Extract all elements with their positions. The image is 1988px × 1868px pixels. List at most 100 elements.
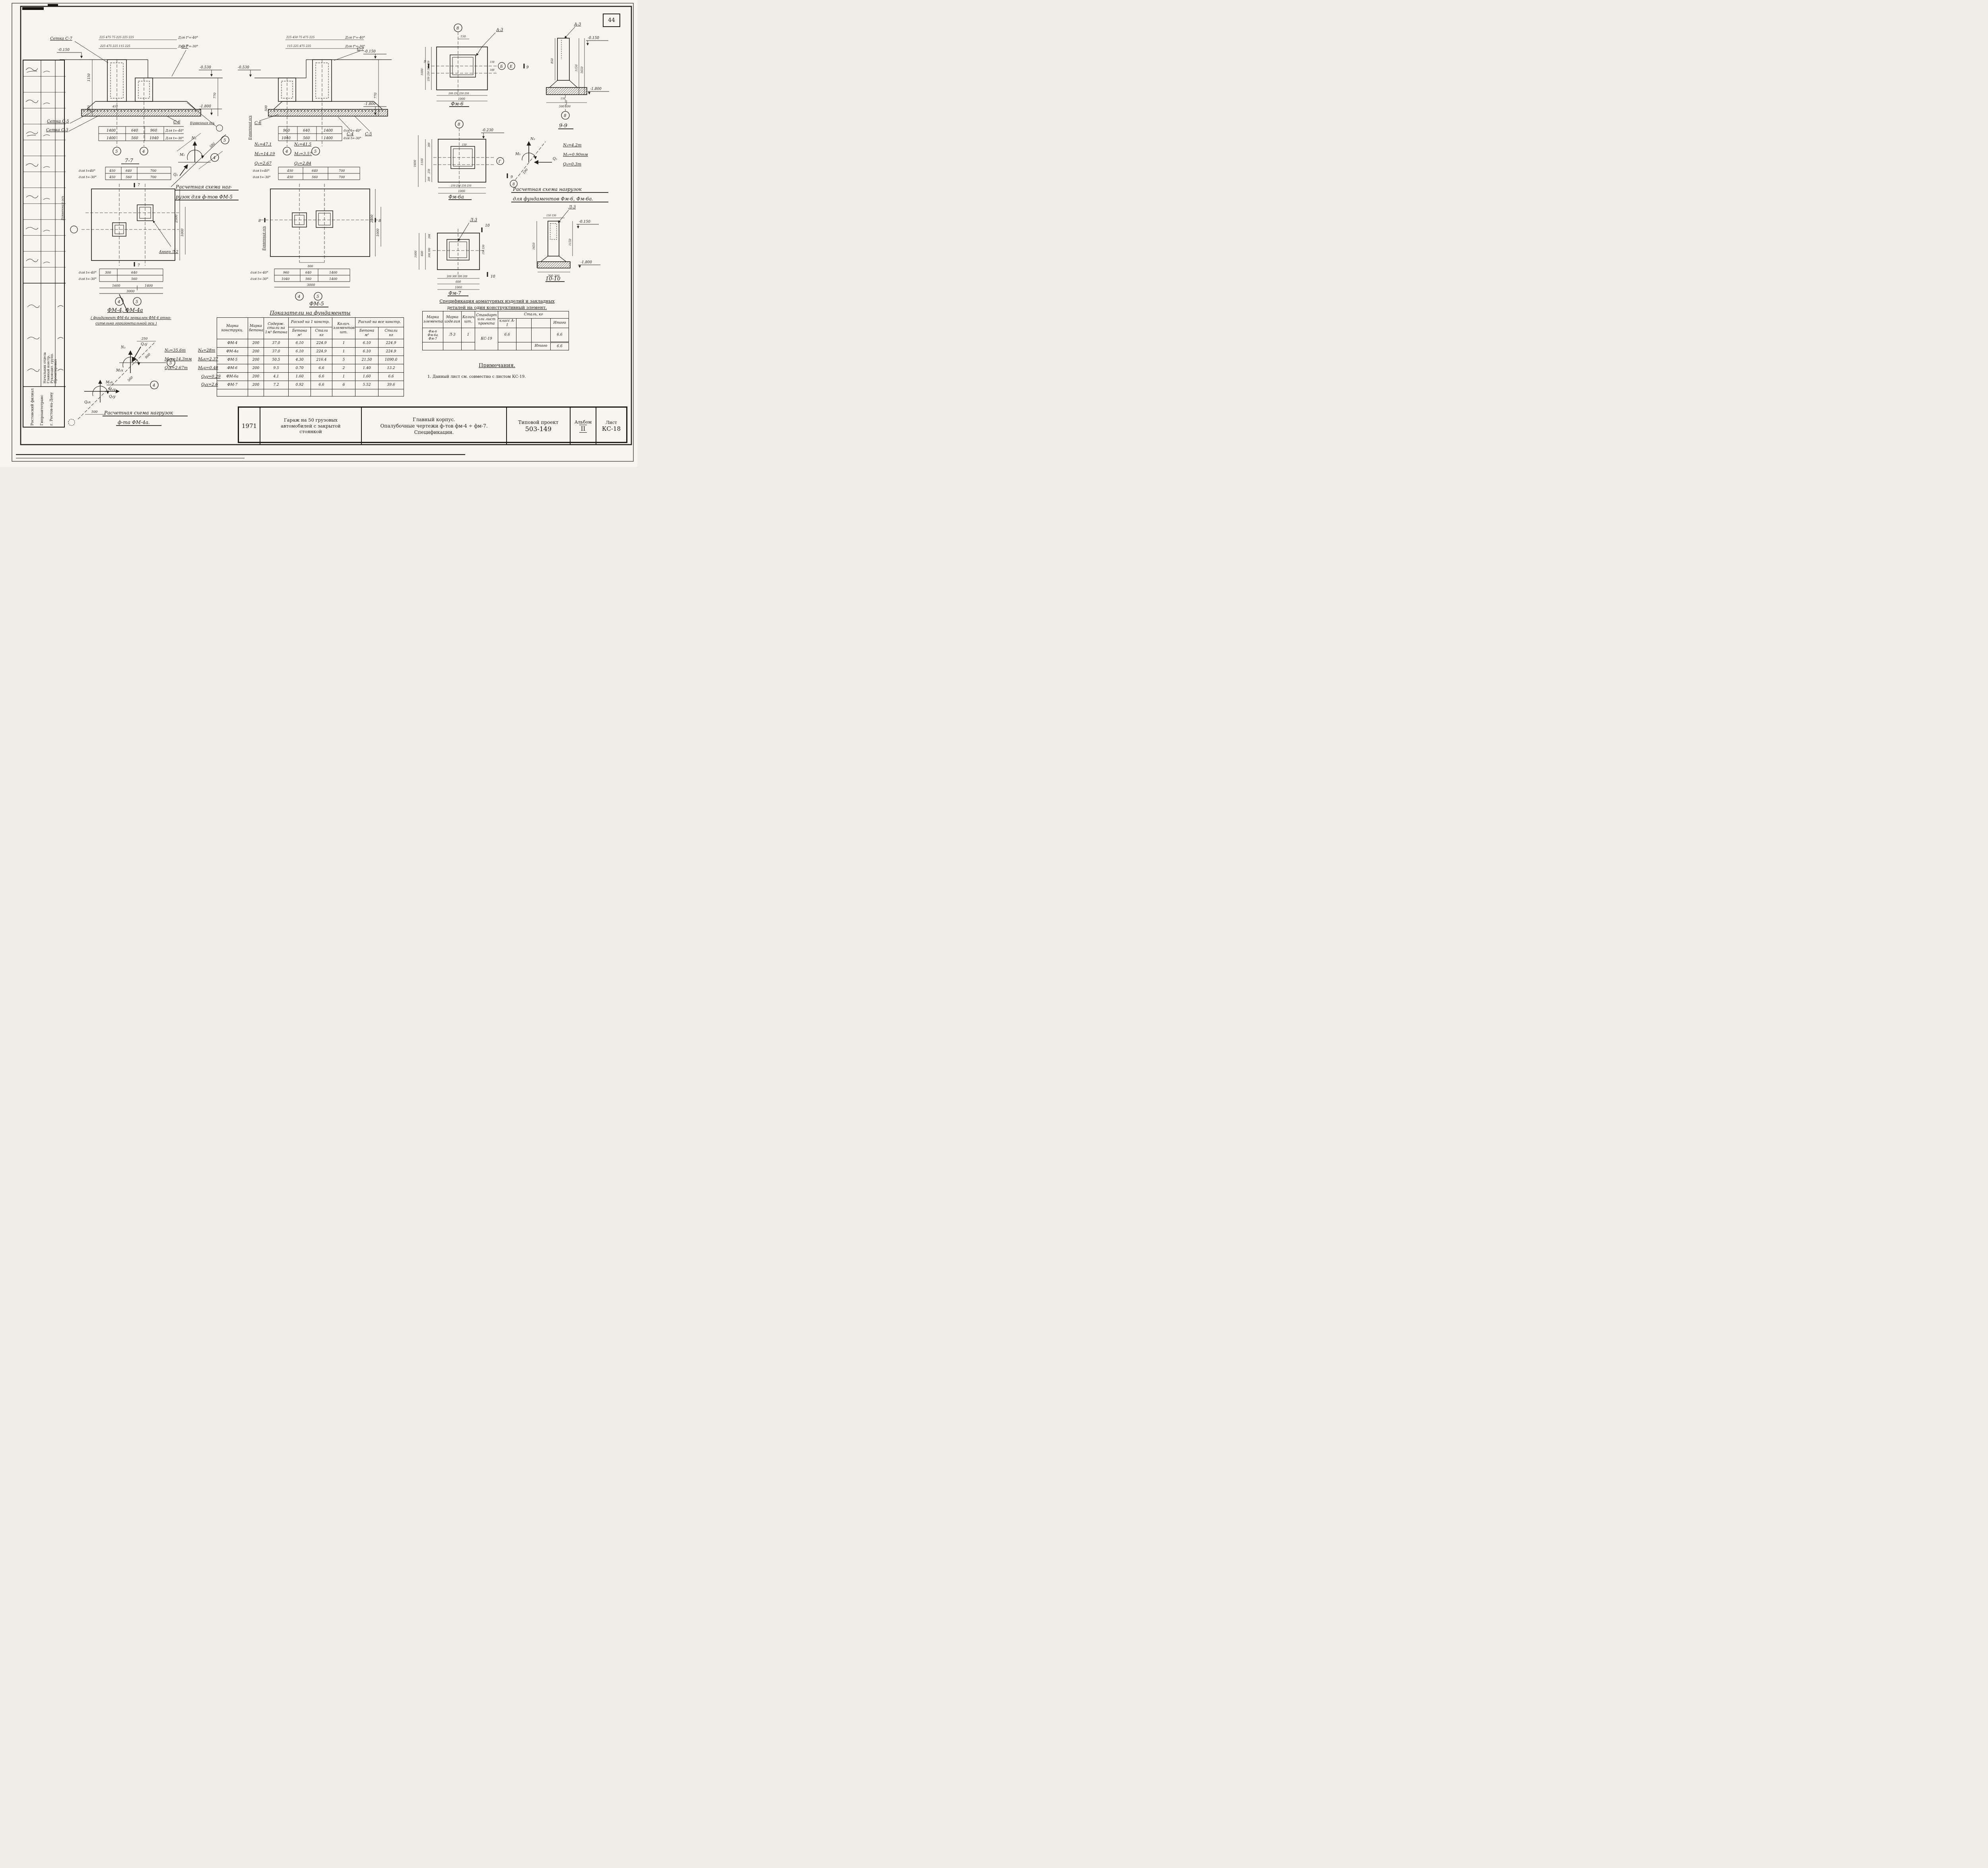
axis-circle-b: Б: [500, 65, 503, 69]
th-qty: Колич. шт.: [461, 311, 475, 328]
foundation-indicators-table: Марка конструкц. Марка бетона Содерж. ст…: [217, 317, 404, 397]
th-per1: Расход на 1 констр.: [288, 317, 332, 327]
sidebar-org-2: Гипроавтотранс: [40, 395, 44, 426]
elev-0150: -0.150: [58, 48, 70, 52]
row40-c1: 640: [303, 129, 310, 133]
load-scheme-fm5-title-2: рузок для ф-тов ФМ-5: [176, 194, 233, 200]
cut-8-right: 8: [379, 219, 381, 223]
botrow40-c2: 1400: [329, 271, 337, 274]
plan-fm5-title: ФМ-5: [309, 301, 324, 307]
q3-arrow-label: Q₃у: [141, 342, 148, 346]
section-8-8-labels: С-7 -0.150 -0.530 -1.800 С-6 С-4 С-5 225…: [238, 36, 377, 154]
letter-axis-note: Буквенная ось: [248, 116, 252, 141]
itogo-value: 6.6: [550, 342, 569, 350]
th-blank-2: [531, 318, 551, 328]
load-scheme-fm5: [171, 133, 239, 200]
n1-value: N₁=47.1: [254, 142, 272, 147]
elev-1800: -1.800: [364, 102, 376, 106]
l3-callout: Л-3: [470, 218, 477, 222]
itogo-label: Итого: [531, 342, 551, 350]
th-item: Марка изделия: [443, 311, 462, 328]
th-itogo: Итого: [550, 318, 569, 328]
sidebar-org-3: г. Ростов-на-Дону: [50, 392, 54, 426]
dim-150: 150: [462, 144, 467, 146]
botrow30-c1: 560: [305, 277, 311, 281]
dim-150: 150: [561, 97, 565, 100]
botrow30-c2: 1400: [329, 277, 337, 281]
load-scheme-fm6-labels: N₅ M₅ Q₅ 190 8 N₅=4.2т M₅=0.90тм Q₅=0.3т…: [513, 137, 593, 202]
axis-circle-5: 5: [223, 138, 226, 143]
title-block-album-cell: Альбом II: [570, 408, 596, 444]
bot-chain: 250 250 250 250: [450, 185, 472, 187]
table2-title-1: Спецификация арматурных изделий и заклад…: [417, 297, 577, 304]
n5-value: N₅=4.2т: [563, 143, 582, 148]
plan-fm6-title: Фм-6: [451, 101, 464, 107]
title-block-project-cell: Гараж на 50 грузовых автомобилей с закры…: [260, 408, 361, 444]
th-class: класс А-I: [498, 318, 516, 328]
botrow30-c0: 1040: [282, 277, 289, 281]
n4-value: N₄=28т: [198, 348, 215, 353]
notes-heading-text: Примечания.: [478, 363, 516, 369]
section-10-10-labels: Л-3 150 150 -0.150 -1.800 1650 1150 300 …: [532, 205, 592, 282]
section-7-7-labels: Сетка С-7 С-7 Сетка С-5 Сетка С-3 С-6 Бу…: [46, 36, 217, 164]
axis-circle-8: 8: [564, 114, 566, 118]
toprow30-label: для t=-30°: [253, 175, 271, 179]
axis-circle-4: 4: [152, 383, 155, 388]
vdim-300-300: 300 300: [428, 248, 431, 258]
vdim-2500: 2500: [175, 215, 178, 223]
title-block: 1971 Гараж на 50 грузовых автомобилей с …: [238, 406, 627, 444]
plan-fm5-labels: для t=40° 450 640 700 для t=-30° 450 560…: [250, 169, 381, 307]
page-number-box: 44: [603, 14, 620, 27]
elev-1800: -1.800: [200, 105, 211, 109]
row30-c2: 1040: [149, 136, 159, 140]
table1-title: Показатели на фундаменты: [217, 309, 404, 316]
section-7-7-title: 7-7: [125, 158, 134, 164]
page-number: 44: [608, 17, 615, 23]
n5-arrow-label: N₅: [530, 137, 535, 141]
plan-fm4-note-1: ( фундамент ФМ-4а зеркален ФМ-4 отно-: [91, 316, 171, 320]
dim-chain-30-label: Для t°=-30°: [178, 45, 198, 48]
standard-ks19: КС-19: [475, 328, 498, 350]
m3-arc-label: M₃х: [116, 369, 123, 373]
th-s: Стали: [315, 329, 328, 333]
th-qty: Колич. элементов шт.: [332, 317, 355, 339]
c6-label: С-6: [173, 120, 181, 124]
vdim-1600: 1600: [414, 160, 417, 167]
letter-axis-note: Буквенная ось: [61, 196, 64, 221]
a3-callout: А-3: [496, 28, 503, 32]
plan-fm4-note-2: сительно горизонтальной оси ): [95, 321, 157, 326]
th-steel: Сталь, кг: [498, 311, 569, 319]
plan-fm7: [419, 222, 488, 296]
bot-chain: 200 300 300 200: [447, 275, 468, 278]
axis-circle-8: 8: [458, 122, 460, 127]
section-10-10: [536, 210, 600, 282]
vdim-500: 500: [264, 105, 268, 111]
el-fm6: Фм-6: [428, 329, 437, 333]
vdim-250x4: 250 250 250 250: [427, 60, 430, 82]
section-7-7: [57, 39, 223, 164]
toprow30-c2: 700: [150, 175, 156, 179]
botrow30-label: для t=-30°: [250, 277, 268, 281]
plan-fm7-labels: Л-3 10 10 1000 600 300 300 200 150 150 2…: [414, 218, 495, 296]
sidebar-role-1: Начальник отдела: [43, 352, 47, 383]
th-s2: Стали: [384, 329, 398, 333]
row30-c1: 560: [303, 136, 310, 140]
q4x-value: Q₄х=2.6: [201, 383, 218, 387]
sheet-subject-3: Спецификации.: [414, 430, 454, 435]
plan-fm6a-labels: 8 -0.230 1600 1100 300 250 200 150 Г 9 2…: [414, 122, 513, 200]
anchor-callout: Анкер Л-2: [159, 250, 179, 254]
dim-450: 450: [112, 105, 118, 108]
sheet-number: КС-18: [602, 425, 621, 432]
typical-project-number: 503-149: [525, 425, 552, 433]
axis-circle-5: 5: [314, 150, 316, 154]
top-150-150: 150 150: [546, 214, 556, 217]
toprow30-c1: 560: [126, 175, 132, 179]
vdim-1150: 1150: [87, 74, 91, 82]
botrow40-label: для t=-40°: [250, 271, 268, 274]
